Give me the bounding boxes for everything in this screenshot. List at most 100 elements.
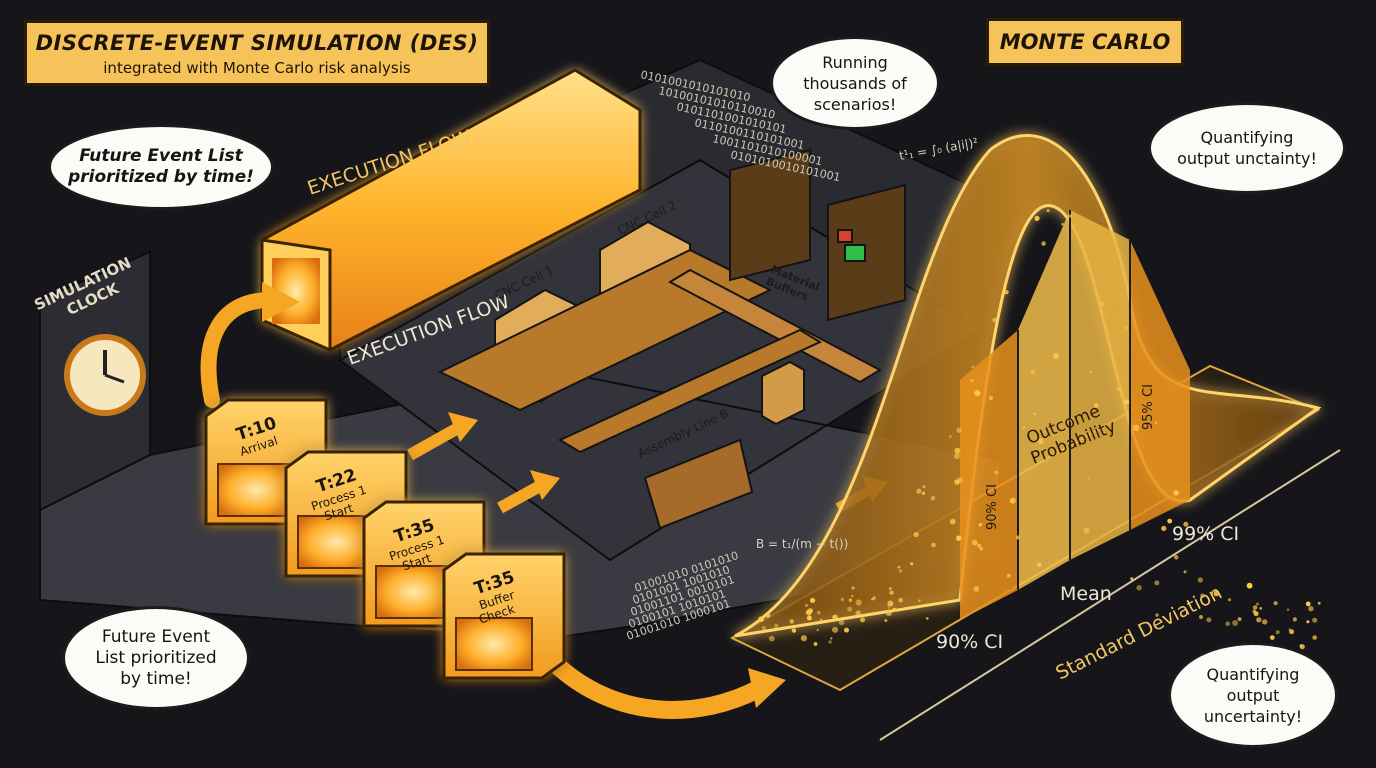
particle bbox=[1213, 590, 1220, 597]
particle bbox=[1006, 573, 1011, 578]
distribution-curve-surface bbox=[734, 134, 1322, 638]
particle bbox=[828, 640, 832, 644]
particle bbox=[1292, 617, 1297, 622]
particle bbox=[897, 565, 901, 569]
particle bbox=[1246, 582, 1253, 589]
particle bbox=[921, 491, 926, 495]
arrow-to-tunnel-head bbox=[262, 282, 300, 322]
particle bbox=[989, 396, 993, 400]
bubble-line: prioritized by time! bbox=[68, 167, 254, 187]
monte-carlo-distribution bbox=[729, 134, 1341, 741]
particle bbox=[768, 635, 775, 642]
formula-bottom: B = t₁/(m − t()) bbox=[756, 537, 848, 551]
particle bbox=[1046, 209, 1050, 213]
particle bbox=[889, 587, 892, 590]
particle bbox=[970, 378, 974, 383]
particle bbox=[832, 614, 838, 621]
conveyor-right bbox=[667, 268, 883, 384]
particle bbox=[1037, 438, 1044, 444]
std-axis-line bbox=[879, 449, 1341, 741]
particle bbox=[1306, 620, 1310, 624]
formula-top: t¹₁ = ∫₀ (a|i|)² bbox=[898, 135, 979, 163]
wooden-crates bbox=[643, 438, 754, 530]
particle bbox=[855, 599, 862, 606]
particle bbox=[1116, 388, 1120, 391]
particle bbox=[916, 488, 922, 494]
particle bbox=[931, 542, 936, 548]
particle bbox=[1206, 617, 1212, 623]
particle bbox=[1197, 577, 1204, 583]
particle bbox=[1286, 608, 1290, 611]
particle bbox=[910, 562, 914, 566]
particle bbox=[1155, 613, 1159, 617]
material-buffers-label: Material Buffers bbox=[764, 263, 825, 308]
particle bbox=[1133, 424, 1140, 432]
arrow-event3-head bbox=[530, 470, 560, 500]
particle bbox=[1083, 527, 1090, 534]
particle bbox=[1237, 617, 1242, 622]
shelf-rack-2 bbox=[827, 183, 906, 322]
mean-label: Mean bbox=[1060, 583, 1112, 605]
particle bbox=[838, 619, 845, 626]
factory-equipment bbox=[437, 148, 906, 530]
ci90-bottom-label: 90% CI bbox=[936, 631, 1003, 653]
particle bbox=[977, 543, 982, 548]
particle bbox=[761, 626, 766, 631]
green-buffer-bin bbox=[844, 244, 866, 262]
particle bbox=[949, 518, 956, 525]
particle bbox=[1034, 215, 1040, 221]
particle bbox=[898, 569, 903, 573]
particle bbox=[971, 365, 975, 369]
bubble-line: output unctainty! bbox=[1177, 149, 1317, 168]
particle bbox=[994, 470, 999, 475]
particle bbox=[805, 609, 812, 616]
particle bbox=[800, 635, 808, 642]
particle bbox=[1252, 609, 1256, 614]
particle bbox=[956, 535, 962, 541]
particle bbox=[930, 495, 936, 501]
particle bbox=[1305, 601, 1311, 607]
particle bbox=[949, 435, 952, 438]
particle bbox=[884, 619, 888, 622]
particle bbox=[1154, 421, 1158, 424]
speech-bubble-quantifying-top: Quantifying output unctainty! bbox=[1148, 102, 1346, 194]
particle bbox=[1275, 630, 1280, 635]
particle bbox=[871, 598, 874, 601]
bubble-line: Quantifying bbox=[1200, 128, 1294, 147]
particle bbox=[1022, 426, 1026, 429]
particle bbox=[913, 532, 919, 538]
particle bbox=[1273, 601, 1278, 606]
control-console bbox=[761, 360, 805, 426]
particle bbox=[1262, 619, 1268, 625]
speech-bubble-future-event-bottom: Future Event List prioritized by time! bbox=[62, 606, 250, 710]
particle bbox=[898, 597, 904, 603]
particle bbox=[1317, 601, 1321, 605]
particle bbox=[1089, 370, 1092, 373]
particle bbox=[971, 539, 978, 546]
particle bbox=[832, 626, 839, 633]
arrow-to-distribution bbox=[551, 659, 769, 719]
bubble-line: Future Event List bbox=[79, 146, 243, 166]
particle bbox=[860, 617, 866, 623]
particle bbox=[1130, 577, 1134, 581]
execution-flow-tunnel bbox=[260, 68, 642, 353]
particle bbox=[872, 596, 876, 600]
arrow-event2 bbox=[407, 422, 461, 461]
bubble-line: uncertainty! bbox=[1203, 706, 1303, 726]
red-buffer-bin bbox=[837, 229, 853, 243]
particle bbox=[820, 618, 823, 621]
speech-bubble-future-event-top: Future Event List prioritized by time! bbox=[48, 124, 274, 210]
shelf-rack-1 bbox=[729, 148, 811, 282]
ci95-right-band bbox=[1130, 240, 1190, 530]
particle bbox=[1199, 615, 1203, 619]
particle bbox=[978, 523, 983, 527]
particle bbox=[1041, 241, 1046, 246]
particle bbox=[816, 610, 821, 615]
bubble-line: thousands of bbox=[803, 73, 907, 93]
particle bbox=[889, 590, 894, 595]
des-subtitle: integrated with Monte Carlo risk analysi… bbox=[103, 59, 411, 77]
des-title-box: DISCRETE-EVENT SIMULATION (DES) integrat… bbox=[24, 20, 490, 86]
